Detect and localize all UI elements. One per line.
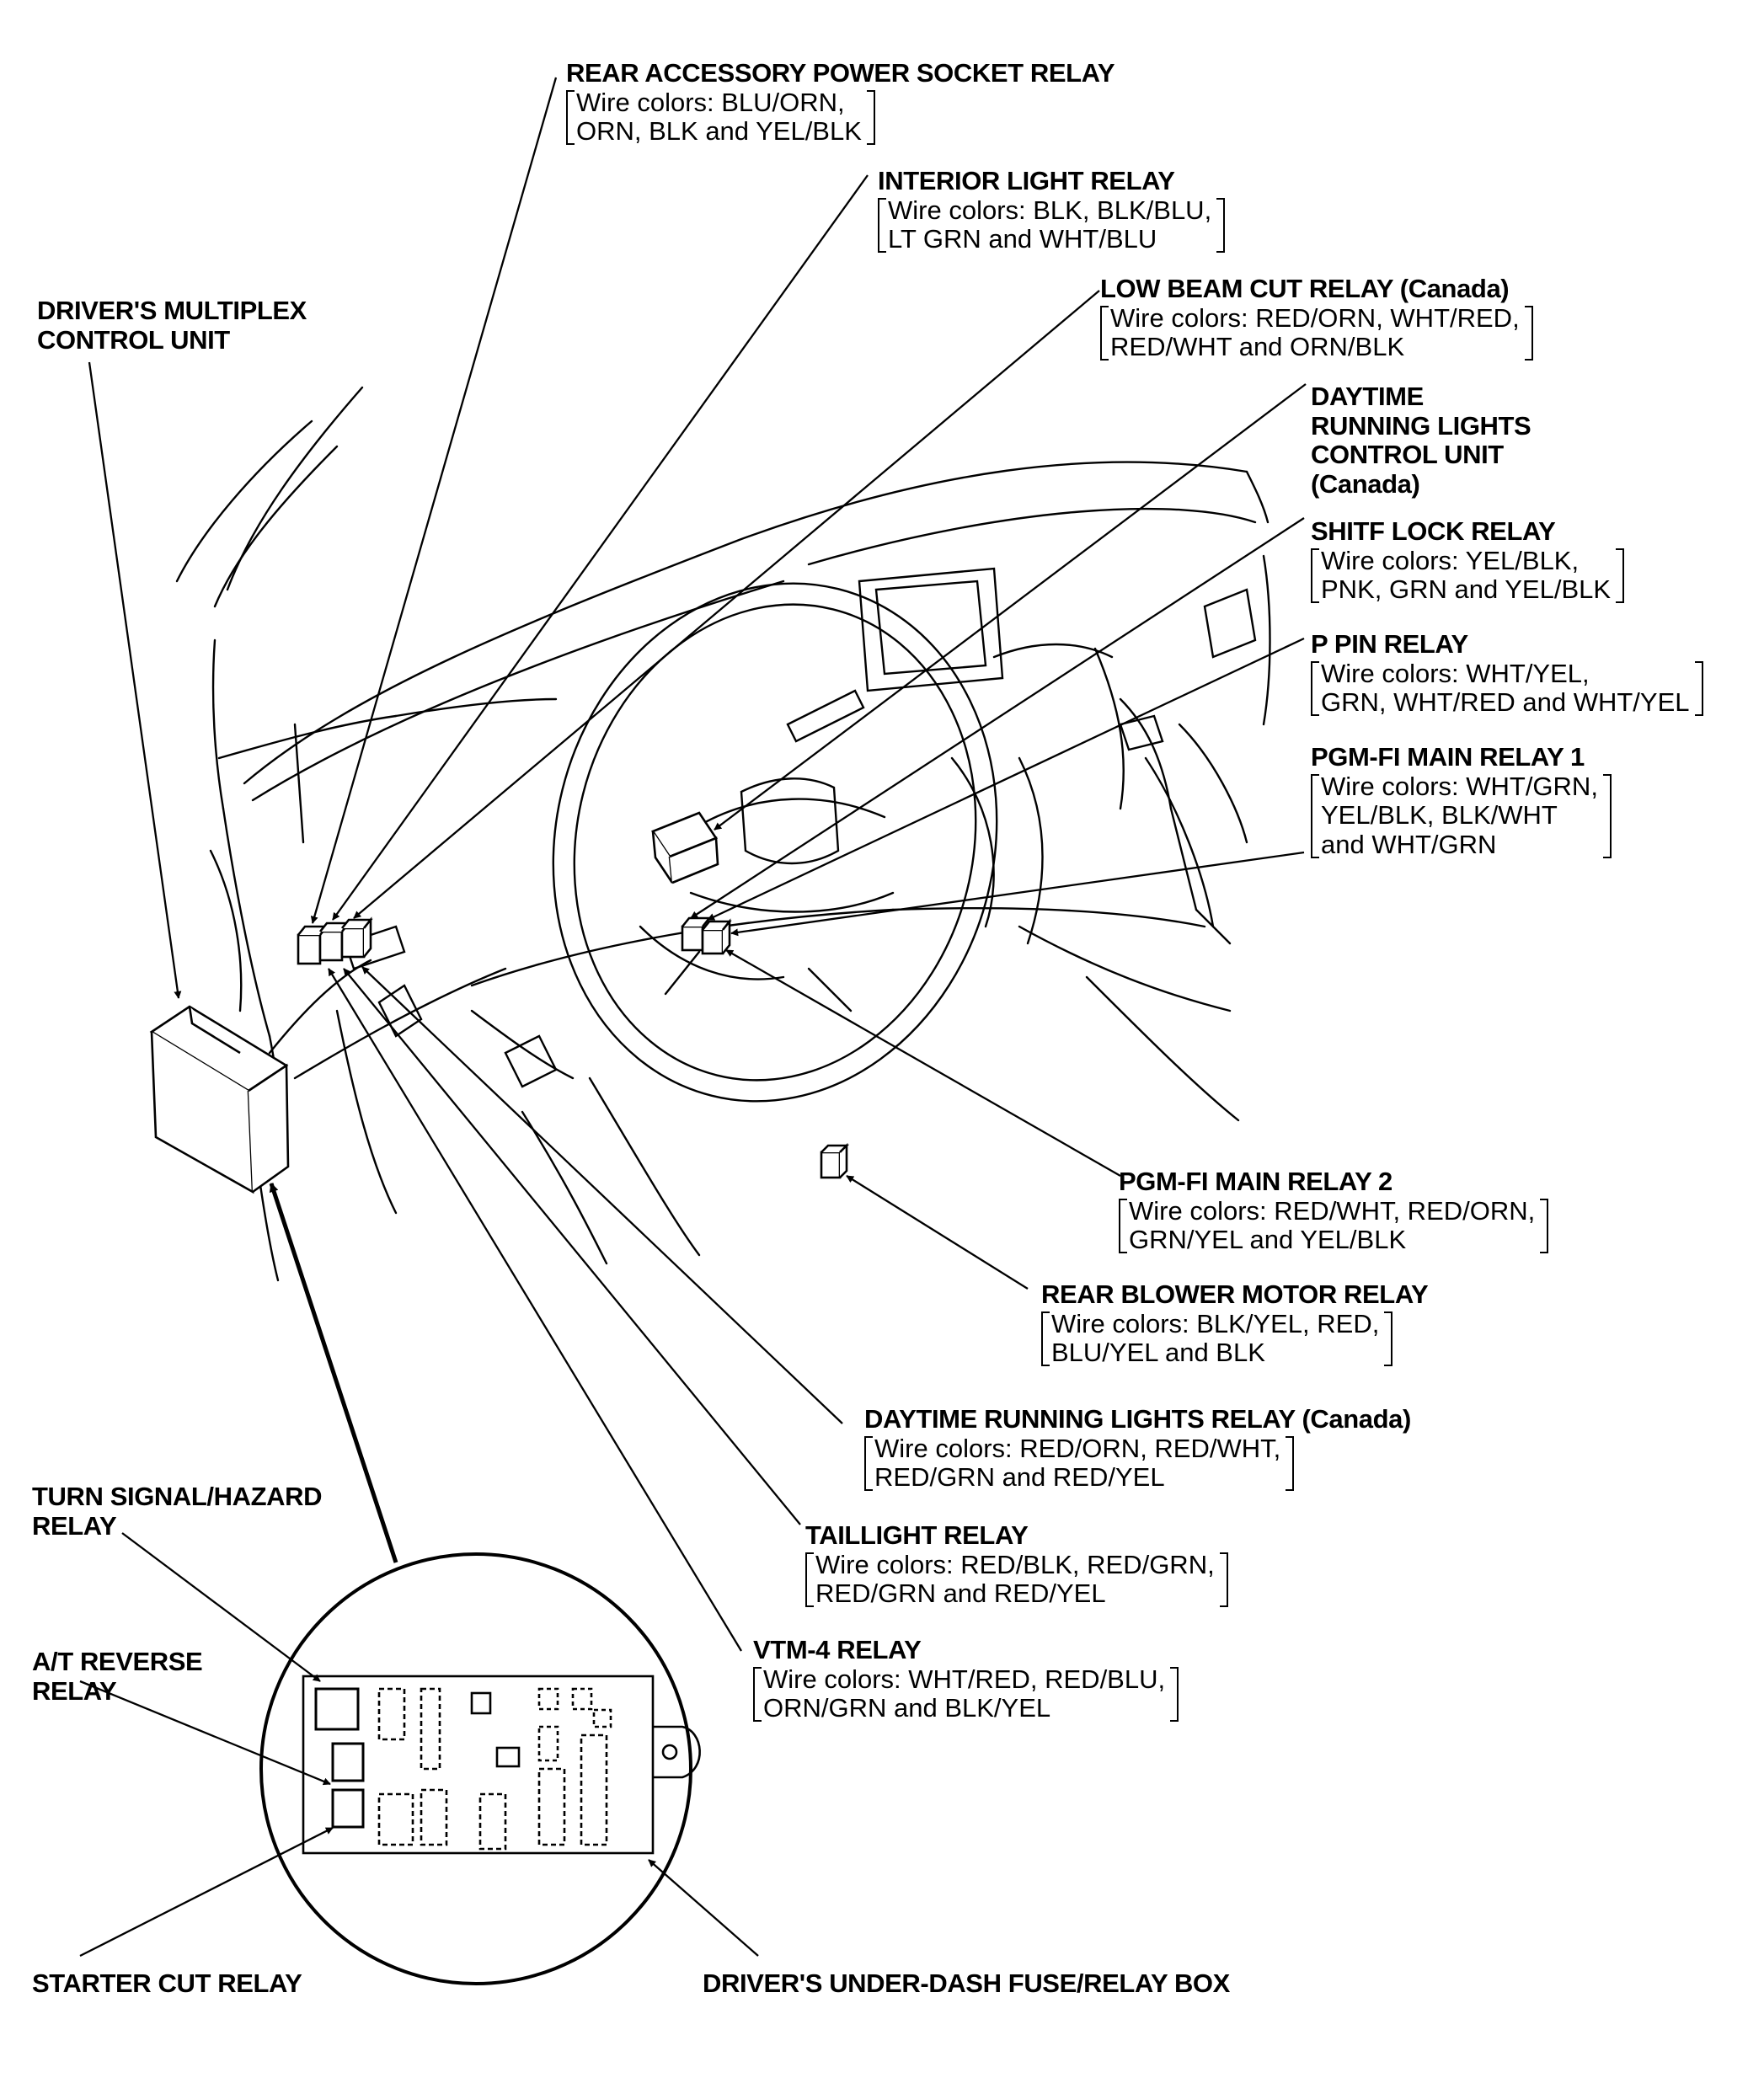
label-title-line: DAYTIME: [1311, 382, 1424, 411]
label-title-line: CONTROL UNIT: [37, 324, 230, 355]
label-starter-cut-relay: STARTER CUT RELAY: [32, 1968, 302, 1999]
label-title: VTM-4 RELAY: [753, 1635, 922, 1664]
wire-colors: Wire colors: BLU/ORN, ORN, BLK and YEL/B…: [566, 88, 875, 147]
label-title: REAR BLOWER MOTOR RELAY: [1041, 1279, 1429, 1309]
label-title: P PIN RELAY: [1311, 629, 1468, 659]
label-title-line: RELAY: [32, 1675, 117, 1706]
label-title: INTERIOR LIGHT RELAY: [878, 166, 1175, 195]
label-turn-signal-hazard-relay: TURN SIGNAL/HAZARD RELAY: [32, 1482, 323, 1541]
label-interior-light-relay: INTERIOR LIGHT RELAY Wire colors: BLK, B…: [878, 166, 1226, 254]
leader-lines: [79, 77, 1307, 1958]
wire-colors: Wire colors: RED/WHT, RED/ORN, GRN/YEL a…: [1119, 1196, 1549, 1255]
label-vtm4-relay: VTM-4 RELAY Wire colors: WHT/RED, RED/BL…: [753, 1635, 1179, 1723]
label-title-line: DRIVER'S MULTIPLEX: [37, 296, 307, 325]
center-relay-cluster: [681, 916, 732, 955]
label-title: REAR ACCESSORY POWER SOCKET RELAY: [566, 58, 1115, 88]
rear-blower-relay-box: [820, 1142, 850, 1179]
label-title-line: RELAY: [32, 1510, 117, 1541]
label-drl-control-unit: DAYTIME RUNNING LIGHTS CONTROL UNIT (Can…: [1311, 382, 1531, 499]
label-title-line: TURN SIGNAL/HAZARD: [32, 1482, 323, 1511]
label-title: DRIVER'S UNDER-DASH FUSE/RELAY BOX: [703, 1968, 1230, 1998]
label-pgmfi-main-relay-2: PGM-FI MAIN RELAY 2 Wire colors: RED/WHT…: [1119, 1167, 1549, 1255]
label-shift-lock-relay: SHITF LOCK RELAY Wire colors: YEL/BLK, P…: [1311, 516, 1625, 605]
left-relay-cluster: [297, 916, 373, 965]
label-title: TAILLIGHT RELAY: [805, 1520, 1029, 1550]
label-at-reverse-relay: A/T REVERSE RELAY: [32, 1647, 203, 1706]
fuse-box-inset: [259, 1552, 701, 1985]
wire-colors: Wire colors: WHT/RED, RED/BLU, ORN/GRN a…: [753, 1664, 1179, 1723]
wire-colors: Wire colors: BLK/YEL, RED, BLU/YEL and B…: [1041, 1309, 1393, 1368]
wire-colors: Wire colors: BLK, BLK/BLU, LT GRN and WH…: [878, 195, 1226, 254]
wire-colors: Wire colors: RED/ORN, RED/WHT, RED/GRN a…: [864, 1434, 1295, 1493]
label-title-line: A/T REVERSE: [32, 1647, 203, 1676]
drl-control-unit-box: [651, 811, 719, 884]
label-rear-accessory-relay: REAR ACCESSORY POWER SOCKET RELAY Wire c…: [566, 58, 1115, 147]
label-title: SHITF LOCK RELAY: [1311, 516, 1556, 546]
label-driver-multiplex-unit: DRIVER'S MULTIPLEX CONTROL UNIT: [37, 296, 307, 355]
wire-colors: Wire colors: WHT/YEL, GRN, WHT/RED and W…: [1311, 659, 1703, 718]
label-taillight-relay: TAILLIGHT RELAY Wire colors: RED/BLK, RE…: [805, 1520, 1228, 1609]
label-p-pin-relay: P PIN RELAY Wire colors: WHT/YEL, GRN, W…: [1311, 629, 1703, 718]
label-title-line: CONTROL UNIT: [1311, 440, 1504, 470]
label-pgmfi-main-relay-1: PGM-FI MAIN RELAY 1 Wire colors: WHT/GRN…: [1311, 742, 1612, 860]
dashboard-drawing: [175, 386, 1271, 1282]
wire-colors: Wire colors: YEL/BLK, PNK, GRN and YEL/B…: [1311, 546, 1625, 605]
wire-colors: Wire colors: RED/BLK, RED/GRN, RED/GRN a…: [805, 1550, 1228, 1609]
label-title: PGM-FI MAIN RELAY 2: [1119, 1167, 1392, 1196]
wire-colors: Wire colors: WHT/GRN, YEL/BLK, BLK/WHT a…: [1311, 772, 1612, 860]
wire-colors: Wire colors: RED/ORN, WHT/RED, RED/WHT a…: [1100, 303, 1533, 362]
label-title-line: (Canada): [1311, 469, 1420, 499]
label-rear-blower-motor-relay: REAR BLOWER MOTOR RELAY Wire colors: BLK…: [1041, 1279, 1429, 1368]
label-title: PGM-FI MAIN RELAY 1: [1311, 742, 1585, 772]
label-title: STARTER CUT RELAY: [32, 1968, 302, 1998]
label-title-line: RUNNING LIGHTS: [1311, 410, 1531, 441]
label-drl-relay: DAYTIME RUNNING LIGHTS RELAY (Canada) Wi…: [864, 1404, 1411, 1493]
label-low-beam-cut-relay: LOW BEAM CUT RELAY (Canada) Wire colors:…: [1100, 274, 1533, 362]
label-title: LOW BEAM CUT RELAY (Canada): [1100, 274, 1510, 303]
multiplex-control-unit-box: [149, 1005, 290, 1194]
label-under-dash-fuse-box: DRIVER'S UNDER-DASH FUSE/RELAY BOX: [703, 1968, 1230, 1999]
label-title: DAYTIME RUNNING LIGHTS RELAY (Canada): [864, 1404, 1411, 1434]
